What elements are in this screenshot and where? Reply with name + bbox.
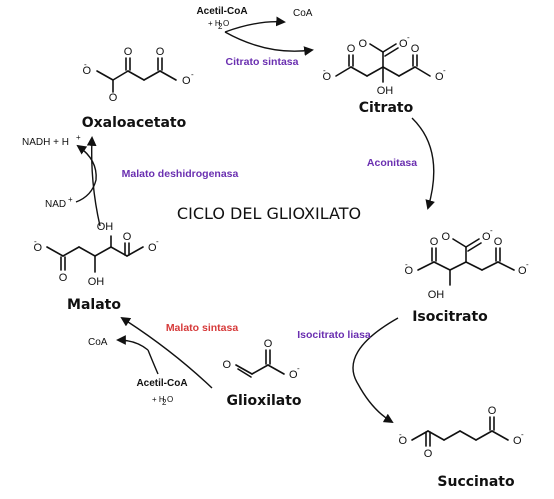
atom-oh: OH — [97, 221, 114, 233]
atom-o: O — [482, 231, 491, 243]
coa-release-arrow-bottom — [116, 335, 149, 351]
atom-o: O — [148, 242, 157, 254]
oxaloacetate-structure: O - O O O O - — [82, 46, 194, 104]
nad-label: NAD — [45, 199, 66, 210]
atom-oh: OH — [377, 85, 394, 97]
charge-minus: - — [443, 66, 446, 75]
atom-o: O — [424, 448, 433, 460]
atom-o: O — [59, 272, 68, 284]
atom-o: O — [109, 92, 118, 104]
malate-dehydrogenase-arrow — [86, 136, 101, 227]
atom-o: O — [518, 265, 527, 277]
enzyme-aconitase: Aconitasa — [367, 157, 417, 169]
atom-o: O — [124, 46, 133, 58]
atom-o: O — [33, 242, 42, 254]
malate-synthase-arrow — [120, 316, 213, 389]
charge-minus: - — [84, 60, 87, 69]
nad-sup: + — [68, 195, 73, 204]
water-bottom: + H 2 O — [152, 395, 173, 407]
coa-bottom: CoA — [88, 337, 108, 348]
succinate-label: Succinato — [437, 474, 515, 490]
charge-minus: - — [156, 237, 159, 246]
charge-minus: - — [323, 66, 326, 75]
coa-top: CoA — [293, 8, 313, 19]
svg-text:+ H: + H — [208, 19, 221, 28]
enzyme-isocitrate-lyase: Isocitrato liasa — [297, 329, 371, 341]
citrate-structure: O - O O O - O O - OH — [322, 33, 446, 97]
atom-o: O — [404, 265, 413, 277]
glyoxylate-label: Glioxilato — [226, 393, 301, 409]
isocitrate-structure: O - O O O - O O - OH — [404, 226, 529, 301]
enzyme-malate-dehydrogenase: Malato deshidrogenasa — [122, 168, 239, 180]
malate-label: Malato — [67, 297, 121, 313]
acetyl-coa-feed-bottom — [147, 349, 159, 375]
svg-text:O: O — [167, 395, 173, 404]
enzyme-citrate-synthase: Citrato sintasa — [226, 56, 299, 68]
charge-minus: - — [191, 70, 194, 79]
nadh-sup: + — [76, 133, 81, 142]
citrate-label: Citrato — [359, 100, 414, 116]
atom-o: O — [430, 236, 439, 248]
atom-o: O — [123, 231, 132, 243]
charge-minus: - — [297, 364, 300, 373]
charge-minus: - — [526, 260, 529, 269]
atom-o: O — [289, 369, 298, 381]
charge-minus: - — [34, 237, 37, 246]
svg-text:2: 2 — [218, 22, 223, 31]
atom-o: O — [156, 46, 165, 58]
succinate-structure: O - O O O - — [398, 405, 524, 460]
isocitrate-label: Isocitrato — [412, 309, 488, 325]
charge-minus: - — [521, 430, 524, 439]
atom-o: O — [399, 38, 408, 50]
charge-minus: - — [490, 226, 493, 235]
svg-text:+ H: + H — [152, 395, 165, 404]
atom-o: O — [488, 405, 497, 417]
atom-o: O — [435, 71, 444, 83]
atom-o: O — [322, 71, 331, 83]
water-top: + H 2 O — [208, 19, 229, 31]
charge-minus: - — [407, 33, 410, 42]
isocitrate-lyase-arrow — [352, 317, 399, 424]
oxaloacetate-label: Oxaloacetato — [82, 115, 187, 131]
atom-o: O — [347, 43, 356, 55]
nad-to-nadh-arrow — [75, 144, 97, 203]
atom-o: O — [82, 65, 91, 77]
diagram-title: CICLO DEL GLIOXILATO — [177, 204, 361, 223]
svg-text:2: 2 — [162, 398, 167, 407]
charge-minus: - — [405, 260, 408, 269]
svg-text:O: O — [223, 19, 229, 28]
citrate-synthase-arrow — [224, 31, 314, 56]
atom-o: O — [222, 359, 231, 371]
atom-oh: OH — [428, 289, 445, 301]
atom-oh: OH — [88, 276, 105, 288]
atom-o: O — [182, 75, 191, 87]
atom-o: O — [411, 43, 420, 55]
charge-minus: - — [399, 430, 402, 439]
nadh-label: NADH + H — [22, 137, 69, 148]
acetyl-coa-top: Acetil-CoA — [196, 6, 247, 17]
aconitase-arrow — [411, 117, 435, 210]
acetyl-coa-bottom: Acetil-CoA — [136, 378, 187, 389]
enzyme-malate-synthase: Malato sintasa — [166, 322, 239, 334]
atom-o: O — [441, 231, 450, 243]
glyoxylate-structure: O O O - — [222, 338, 300, 381]
atom-o: O — [264, 338, 273, 350]
atom-o: O — [494, 236, 503, 248]
coa-release-arrow — [224, 16, 286, 33]
atom-o: O — [513, 435, 522, 447]
atom-o: O — [358, 38, 367, 50]
atom-o: O — [398, 435, 407, 447]
malate-structure: O - O O O - OH OH — [33, 221, 159, 288]
